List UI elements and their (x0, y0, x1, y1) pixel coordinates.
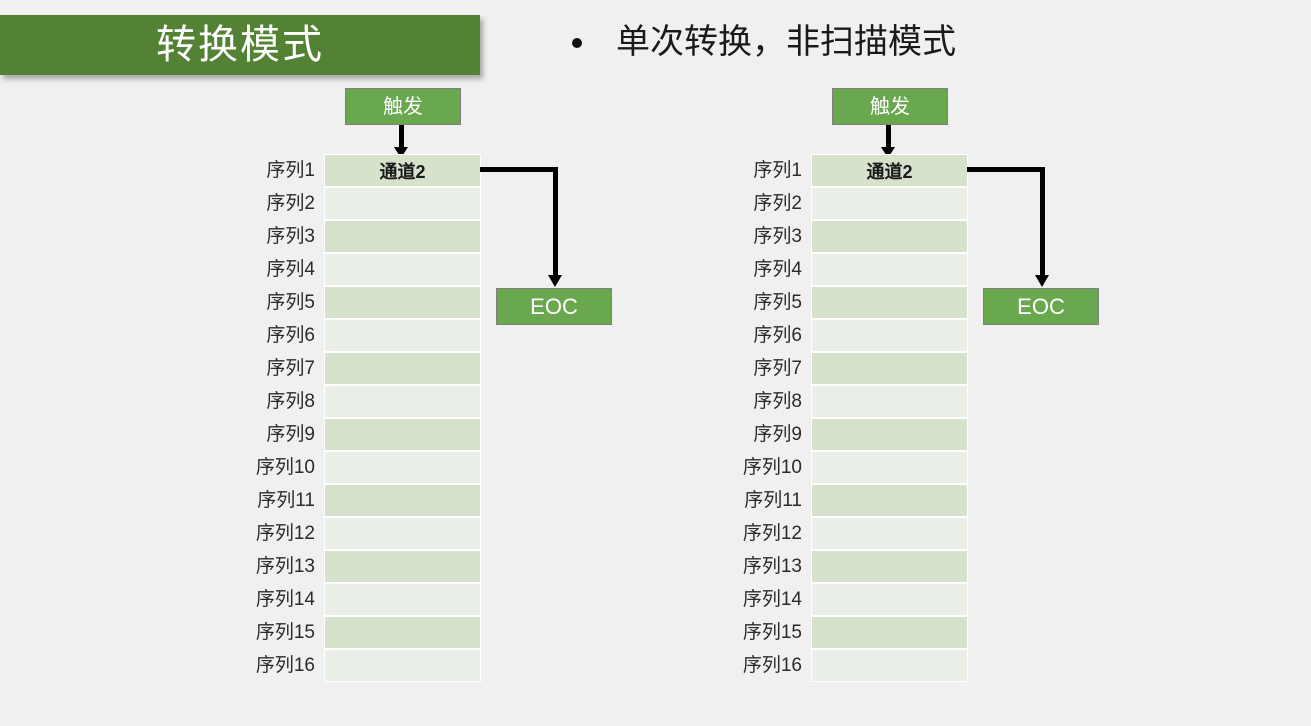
slide-title-banner: 转换模式 (0, 15, 480, 75)
table-row[interactable] (325, 221, 480, 252)
sequence-label: 序列5 (266, 292, 315, 313)
sequence-label: 序列5 (753, 292, 802, 313)
table-row[interactable] (325, 386, 480, 417)
table-row[interactable]: 通道2 (812, 155, 967, 186)
sequence-label-column-left: 序列1 序列2 序列3 序列4 序列5 序列6 序列7 序列8 序列9 序列10… (175, 154, 315, 682)
sequence-label: 序列3 (753, 226, 802, 247)
sequence-label: 序列8 (753, 391, 802, 412)
table-row[interactable] (325, 419, 480, 450)
channel-table-right: 通道2 (811, 154, 968, 682)
connector-horizontal-segment (967, 167, 1045, 172)
connector-arrow-down-icon (1035, 275, 1049, 287)
sequence-label: 序列4 (266, 259, 315, 280)
sequence-label: 序列11 (744, 490, 802, 511)
connector-vertical-segment (553, 167, 558, 275)
trigger-box-left[interactable]: 触发 (345, 88, 461, 125)
table-cell: 通道2 (866, 161, 913, 182)
sequence-label: 序列3 (266, 226, 315, 247)
trigger-arrow-down-icon (394, 125, 408, 158)
sequence-label: 序列13 (742, 556, 802, 577)
table-row[interactable] (325, 452, 480, 483)
sequence-label: 序列10 (742, 457, 802, 478)
sequence-label-column-right: 序列1 序列2 序列3 序列4 序列5 序列6 序列7 序列8 序列9 序列10… (662, 154, 802, 682)
table-row[interactable] (812, 221, 967, 252)
sequence-label: 序列12 (255, 523, 315, 544)
eoc-box-right[interactable]: EOC (983, 288, 1099, 325)
table-row[interactable] (325, 551, 480, 582)
table-cell: 通道2 (379, 161, 426, 182)
sequence-label: 序列9 (266, 424, 315, 445)
connector-vertical-segment (1040, 167, 1045, 275)
table-row[interactable] (812, 485, 967, 516)
channel-table-left: 通道2 (324, 154, 481, 682)
eoc-box-left[interactable]: EOC (496, 288, 612, 325)
table-row[interactable] (325, 353, 480, 384)
bullet-line-text: 单次转换，非扫描模式 (616, 23, 956, 61)
table-row[interactable] (812, 419, 967, 450)
table-row[interactable] (812, 386, 967, 417)
sequence-label: 序列11 (257, 490, 315, 511)
trigger-arrow-down-icon (881, 125, 895, 158)
table-row[interactable] (812, 584, 967, 615)
table-row[interactable] (325, 584, 480, 615)
sequence-label: 序列6 (266, 325, 315, 346)
sequence-label: 序列15 (742, 622, 802, 643)
connector-horizontal-segment (480, 167, 558, 172)
sequence-label: 序列7 (266, 358, 315, 379)
table-row[interactable] (325, 617, 480, 648)
table-row[interactable] (325, 287, 480, 318)
table-row[interactable] (812, 353, 967, 384)
table-row[interactable] (325, 188, 480, 219)
eoc-label: EOC (530, 293, 578, 319)
sequence-label: 序列8 (266, 391, 315, 412)
trigger-box-right[interactable]: 触发 (832, 88, 948, 125)
table-row[interactable] (325, 320, 480, 351)
table-row[interactable] (812, 617, 967, 648)
connector-arrow-down-icon (548, 275, 562, 287)
trigger-label: 触发 (870, 95, 910, 118)
table-row[interactable]: 通道2 (325, 155, 480, 186)
sequence-label: 序列16 (255, 655, 315, 676)
table-row[interactable] (325, 485, 480, 516)
sequence-label: 序列1 (266, 160, 315, 181)
table-row[interactable] (812, 287, 967, 318)
table-row[interactable] (325, 518, 480, 549)
sequence-label: 序列9 (753, 424, 802, 445)
sequence-label: 序列2 (753, 193, 802, 214)
sequence-label: 序列2 (266, 193, 315, 214)
bullet-line: 单次转换，非扫描模式 (572, 23, 956, 61)
sequence-label: 序列15 (255, 622, 315, 643)
slide-title-text: 转换模式 (156, 23, 324, 67)
sequence-label: 序列14 (742, 589, 802, 610)
sequence-label: 序列14 (255, 589, 315, 610)
table-row[interactable] (812, 650, 967, 681)
eoc-label: EOC (1017, 293, 1065, 319)
sequence-label: 序列12 (742, 523, 802, 544)
table-row[interactable] (325, 650, 480, 681)
trigger-label: 触发 (383, 95, 423, 118)
bullet-dot-icon (572, 37, 582, 48)
sequence-label: 序列13 (255, 556, 315, 577)
table-row[interactable] (812, 320, 967, 351)
sequence-label: 序列10 (255, 457, 315, 478)
table-row[interactable] (812, 518, 967, 549)
table-row[interactable] (812, 452, 967, 483)
sequence-label: 序列7 (753, 358, 802, 379)
sequence-label: 序列6 (753, 325, 802, 346)
sequence-label: 序列16 (742, 655, 802, 676)
table-row[interactable] (812, 551, 967, 582)
table-row[interactable] (812, 188, 967, 219)
table-row[interactable] (812, 254, 967, 285)
table-row[interactable] (325, 254, 480, 285)
sequence-label: 序列1 (753, 160, 802, 181)
sequence-label: 序列4 (753, 259, 802, 280)
